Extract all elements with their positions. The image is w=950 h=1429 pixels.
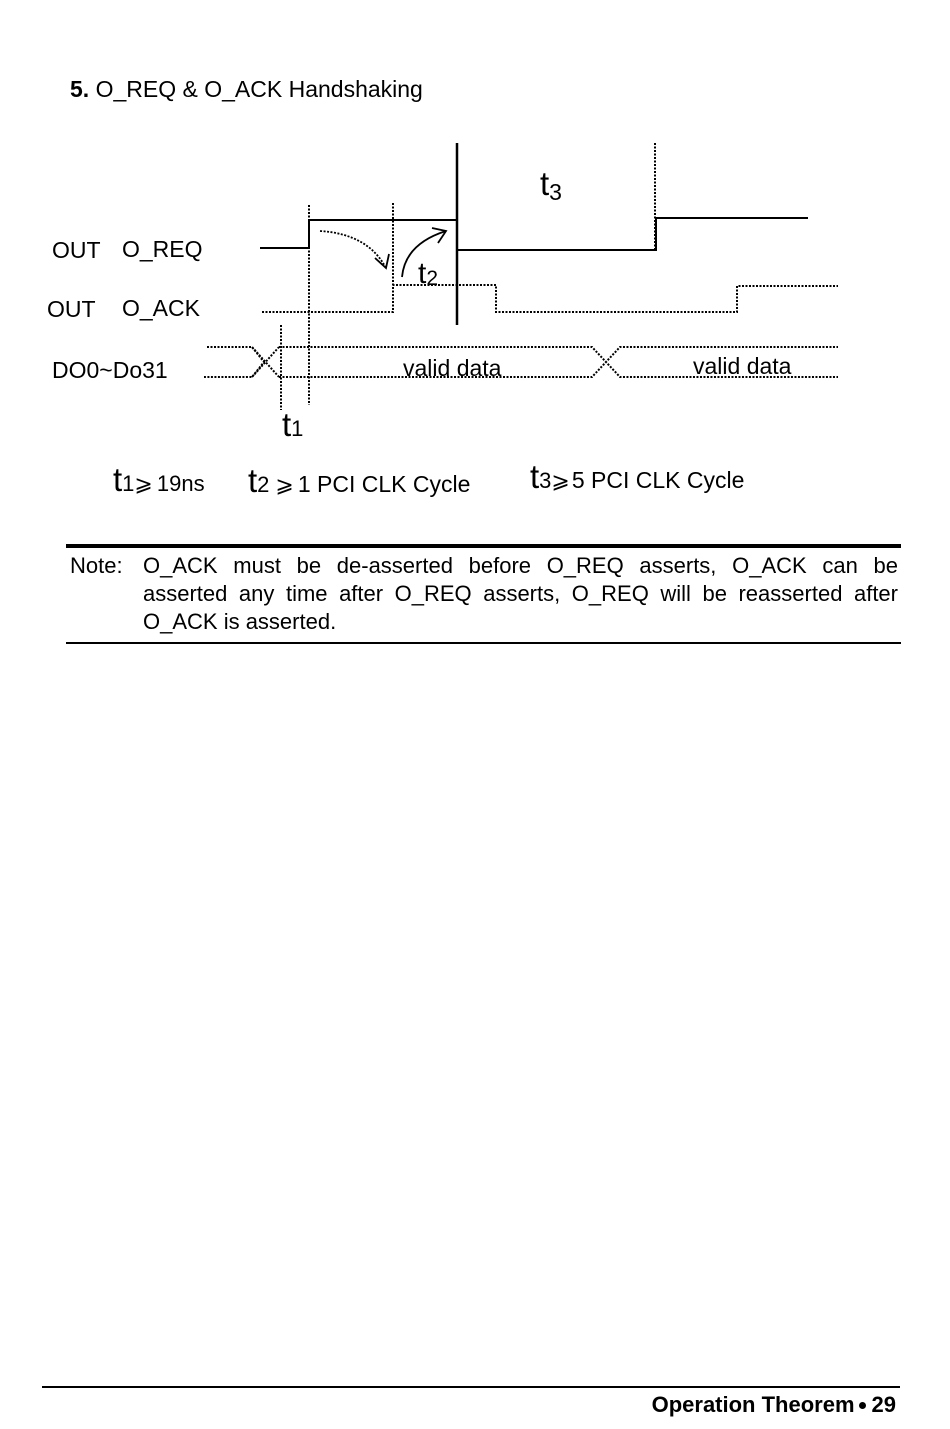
data-bus-waveform	[204, 346, 838, 378]
signal-name-oack: O_ACK	[122, 295, 201, 321]
section-heading: 5. O_REQ & O_ACK Handshaking	[70, 76, 423, 103]
constraint-t3: t3⩾5 PCI CLK Cycle	[530, 458, 744, 495]
signal-name-oreq: O_REQ	[122, 236, 203, 262]
constraint-t1: t1⩾19ns	[113, 461, 205, 498]
valid-data-label-2: valid data	[693, 353, 792, 379]
signal-dir-oack: OUT	[47, 296, 96, 322]
note-text: O_ACK must be de-asserted before O_REQ a…	[143, 553, 898, 634]
section-title: O_REQ & O_ACK Handshaking	[95, 76, 423, 102]
valid-data-label-1: valid data	[403, 355, 502, 381]
note-top-rule	[66, 544, 901, 548]
timing-diagram: OUT O_REQ OUT O_ACK DO0~Do31 t3 t2 t1 va…	[47, 143, 838, 499]
signal-dir-oreq: OUT	[52, 237, 101, 263]
guide-lines	[280, 143, 656, 410]
bullet-icon	[858, 1401, 866, 1409]
oack-waveform	[262, 284, 838, 313]
constraint-t2: t2⩾1 PCI CLK Cycle	[248, 462, 470, 499]
page-footer: Operation Theorem 29	[652, 1392, 896, 1418]
footer-rule	[42, 1386, 900, 1388]
note-bottom-rule	[66, 642, 901, 644]
page-number: 29	[871, 1392, 896, 1417]
note-label: Note:	[70, 553, 123, 578]
handshake-arrows	[319, 227, 448, 278]
t2-label: t2	[418, 257, 438, 290]
signal-name-data: DO0~Do31	[52, 357, 168, 383]
t1-label: t1	[282, 406, 303, 443]
section-number: 5.	[70, 76, 90, 102]
footer-chapter: Operation Theorem	[651, 1392, 855, 1417]
t3-label: t3	[540, 165, 562, 205]
